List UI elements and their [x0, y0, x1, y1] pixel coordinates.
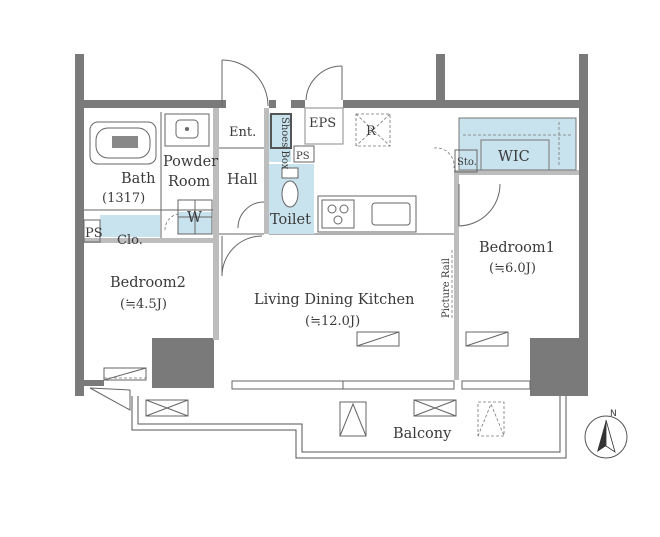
balcony-label: Balcony — [393, 426, 452, 442]
north-arrow-icon — [597, 420, 606, 452]
bedroom2-label: Bedroom2 — [110, 275, 186, 291]
hall-label: Hall — [227, 172, 258, 188]
ps-left-frame — [83, 219, 101, 243]
refrigerator-label: R — [366, 124, 377, 139]
compass: N — [584, 409, 628, 459]
wic-shelves — [458, 117, 577, 171]
ps-upper-frame — [293, 145, 315, 163]
shoes-box-label: Shoes Box — [279, 117, 290, 170]
doors — [164, 59, 501, 277]
exterior-walls — [75, 54, 588, 396]
room-labels: Ent. Shoes Box PS EPS R Hall Toilet Powd… — [85, 116, 555, 442]
shoes-box-frame — [270, 113, 292, 149]
bedroom2-size-label: (≒4.5J) — [120, 297, 167, 312]
refrigerator-space — [355, 113, 391, 147]
ldk-size-label: (≒12.0J) — [305, 314, 360, 329]
balcony-outline — [131, 396, 567, 459]
bedroom1-size-label: (≒6.0J) — [489, 261, 536, 276]
washbasin — [164, 113, 210, 147]
wic-label: WIC — [498, 149, 530, 165]
ps-upper-label: PS — [296, 151, 310, 162]
toilet-label: Toilet — [270, 212, 311, 228]
bathtub — [89, 121, 157, 165]
washing-machine-space — [177, 199, 213, 235]
compass-north-label: N — [610, 409, 617, 419]
storage-label: Sto. — [457, 157, 477, 168]
entrance-label: Ent. — [229, 125, 256, 140]
ldk-label: Living Dining Kitchen — [254, 292, 414, 308]
bath-label: Bath — [121, 171, 155, 187]
toilet-fixture — [281, 167, 299, 208]
bedroom1-label: Bedroom1 — [479, 240, 555, 256]
powder-room-label-line1: Powder — [163, 154, 218, 170]
washer-label: W — [187, 210, 202, 226]
picture-rail-label: Picture Rail — [441, 258, 452, 318]
storage-frame — [454, 149, 478, 173]
ps-left-label: PS — [85, 226, 103, 241]
kitchen-counter — [317, 195, 417, 233]
closet-label: Clo. — [117, 233, 143, 248]
powder-room-label-line2: Room — [168, 174, 210, 190]
interior-walls — [84, 107, 579, 380]
windows — [89, 331, 531, 411]
wet-areas — [100, 114, 576, 237]
eps-label: EPS — [309, 116, 336, 131]
bath-size-label: (1317) — [102, 191, 145, 206]
